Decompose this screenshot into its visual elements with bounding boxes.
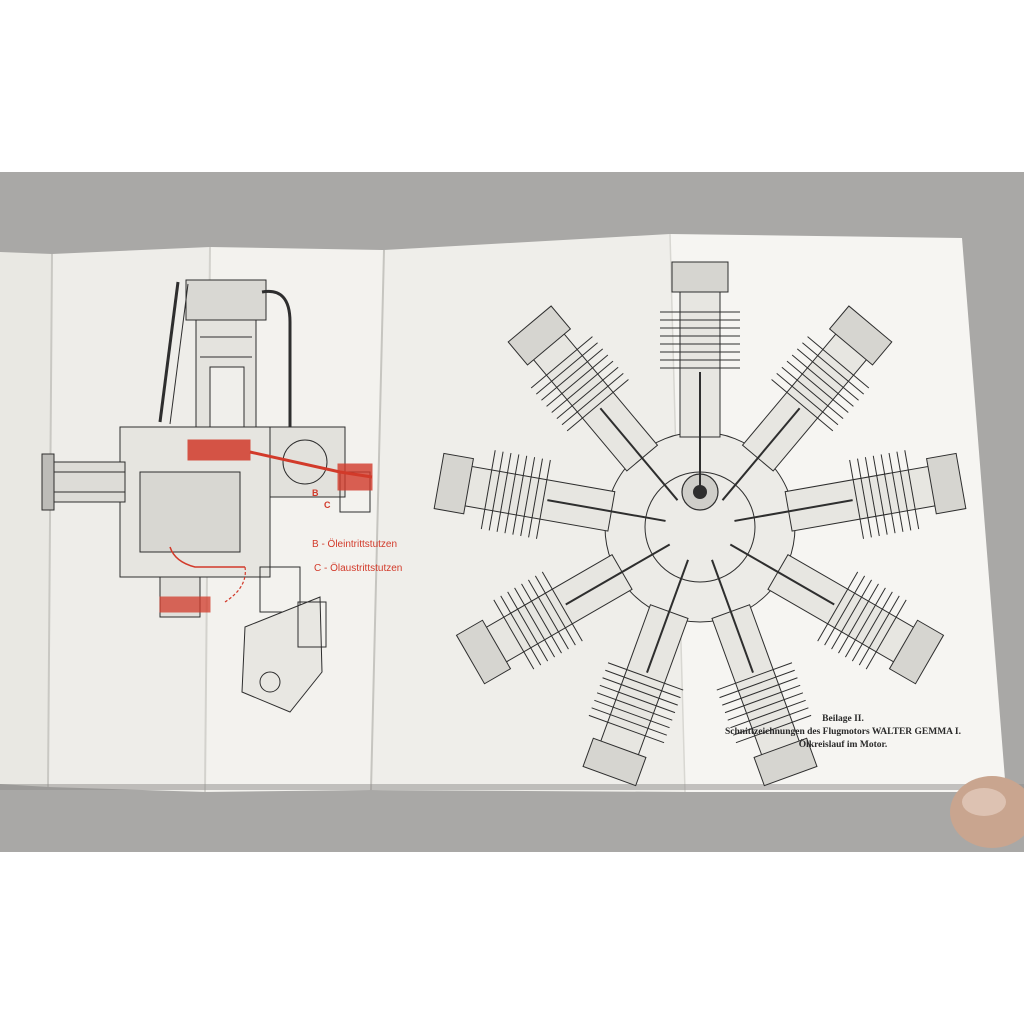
fold-line-3 [370,249,385,791]
photo-scene [0,172,1024,852]
paper-panel-1 [0,252,52,787]
caption-line-3: Ölkreislauf im Motor. [798,740,888,750]
caption-line-1: Beilage II. [822,714,864,724]
marker-b: B [312,488,319,498]
radial-engine-drawing [431,261,969,791]
marker-c: C [324,500,331,510]
oil-circuit [159,439,373,613]
sheet-shadow [0,784,1024,790]
thumbnail-nail [962,788,1006,816]
oil-inlet-label: B - Öleintrittstutzen [312,539,398,550]
oil-outlet-label: C - Ölaustrittstutzen [314,563,403,574]
fold-line-1 [47,253,53,788]
photo: B C B - Öleintrittstutzen C - Ölaustritt… [0,172,1024,852]
plate-caption: Beilage II. Schnittzeichnungen des Flugm… [682,713,1004,752]
caption-line-2: Schnittzeichnungen des Flugmotors WALTER… [725,727,961,737]
